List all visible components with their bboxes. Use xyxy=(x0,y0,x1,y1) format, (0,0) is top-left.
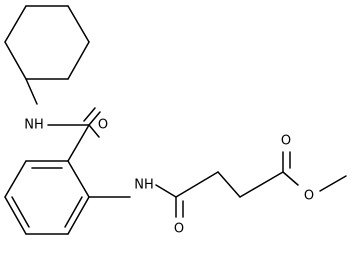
bond xyxy=(67,41,90,80)
bond xyxy=(239,171,284,198)
bond xyxy=(25,78,38,105)
bond xyxy=(67,124,90,162)
bond xyxy=(319,175,347,192)
bond xyxy=(282,171,299,186)
bond xyxy=(4,196,27,235)
amide-oxygen-label: O xyxy=(174,222,184,237)
bond xyxy=(83,107,96,122)
bond xyxy=(4,41,27,80)
bond xyxy=(4,5,27,43)
bond xyxy=(175,171,219,198)
bond xyxy=(67,196,90,235)
bond xyxy=(217,171,241,198)
bond xyxy=(88,111,101,126)
bond xyxy=(67,160,90,198)
ester-alkoxy-oxygen-label: O xyxy=(304,189,314,204)
bond xyxy=(64,196,83,228)
cyclohexyl-ring xyxy=(4,5,90,80)
amide-oxygen-label: O xyxy=(98,118,108,133)
bond xyxy=(155,184,177,198)
bond xyxy=(88,124,100,138)
benzene-ring xyxy=(4,160,90,235)
amine-nh-label: NH xyxy=(24,118,44,133)
ester-carbonyl-oxygen-label: O xyxy=(281,134,291,149)
bond xyxy=(4,160,27,198)
bond xyxy=(67,5,90,43)
bond xyxy=(11,196,30,228)
anilide-nh-label: NH xyxy=(134,178,154,193)
